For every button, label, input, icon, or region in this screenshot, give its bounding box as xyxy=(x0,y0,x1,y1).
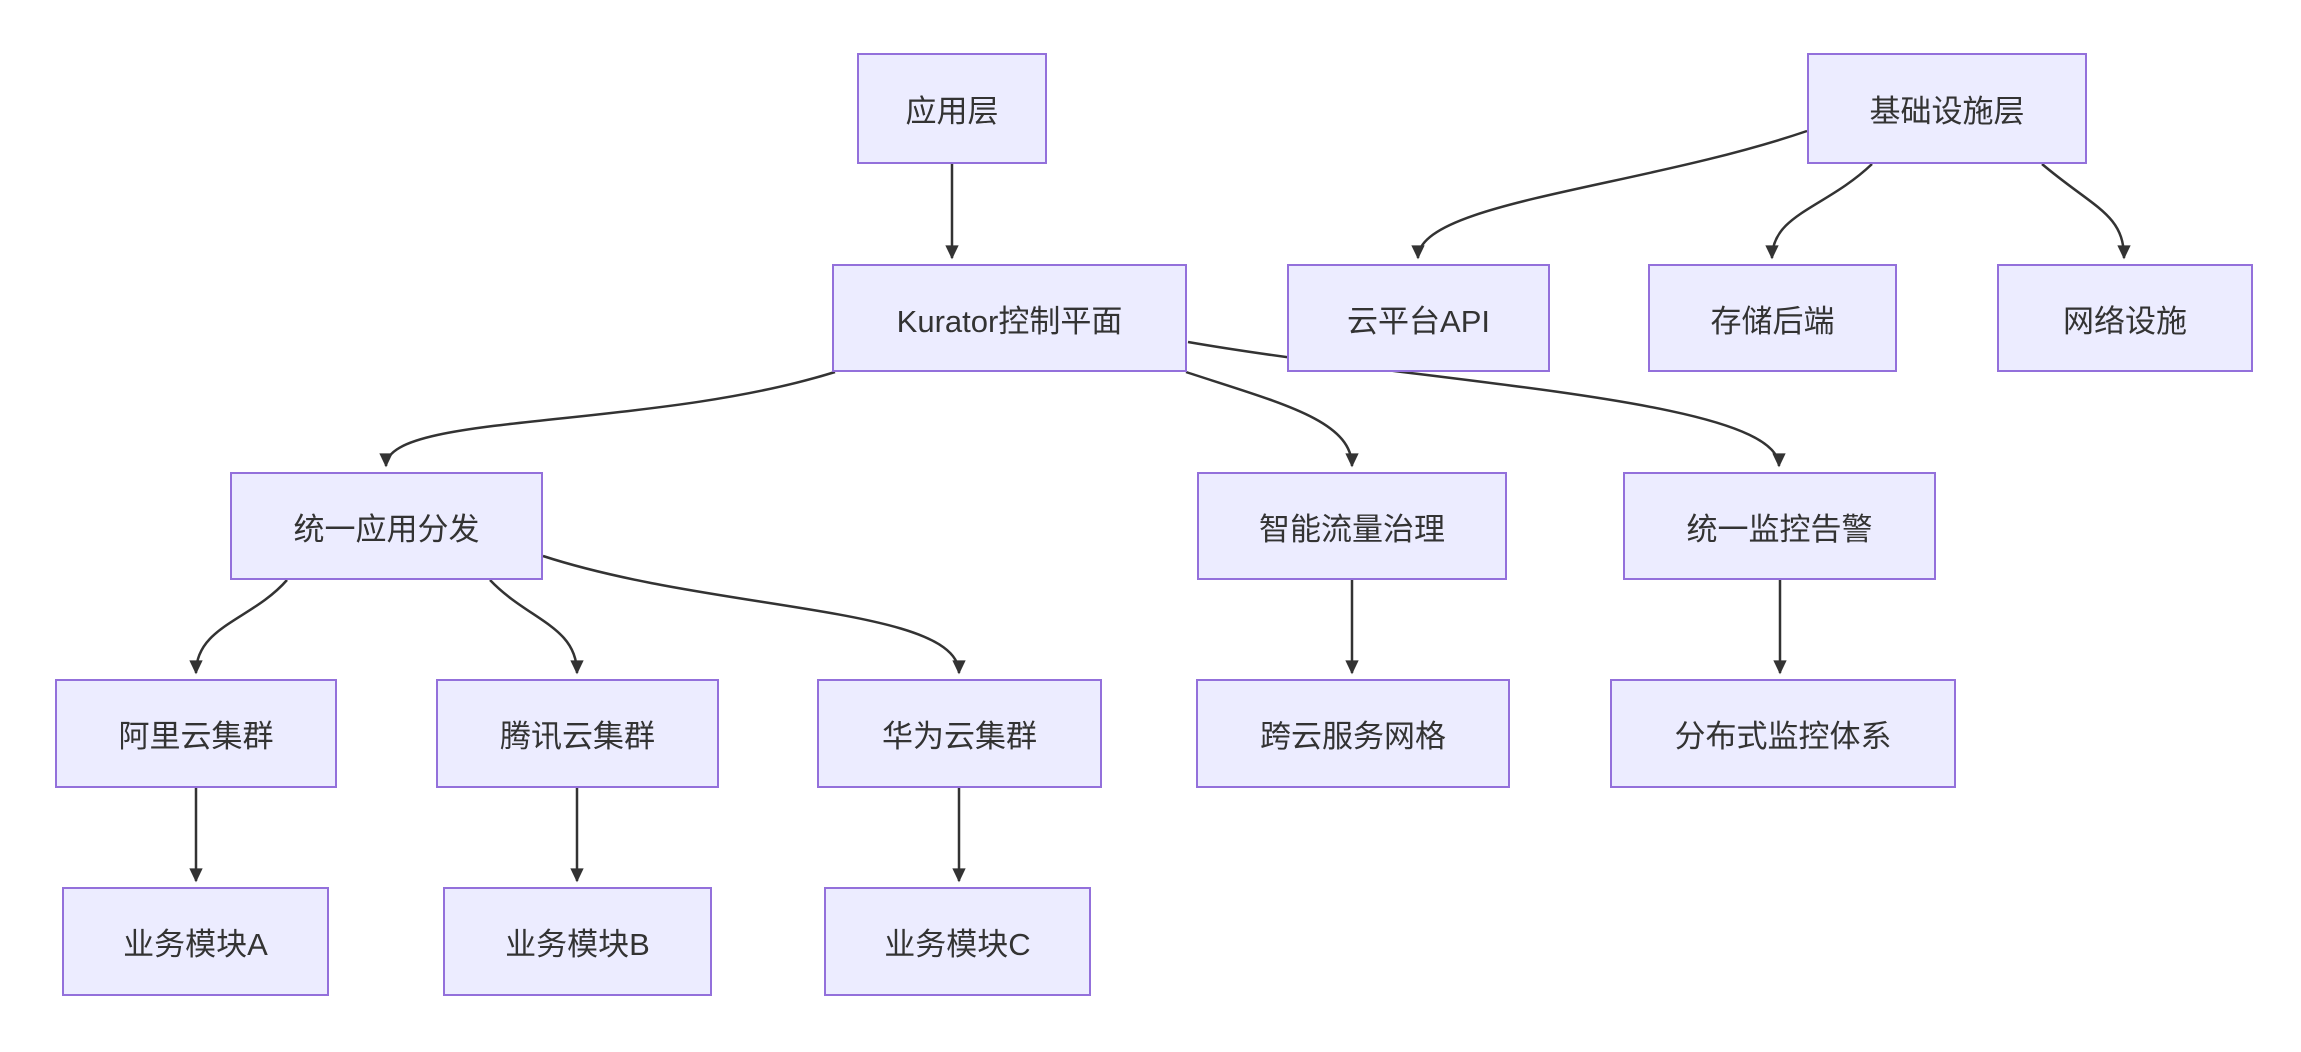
node-aliyun-cluster[interactable]: 阿里云集群 xyxy=(55,679,337,788)
edge-app-dist-to-aliyun xyxy=(189,579,288,675)
node-network-infra[interactable]: 网络设施 xyxy=(1997,264,2253,372)
edge-app-dist-to-tencent xyxy=(489,579,584,675)
node-dist-monitor[interactable]: 分布式监控体系 xyxy=(1610,679,1956,788)
edge-infra-to-storage xyxy=(1765,163,1873,260)
node-module-a[interactable]: 业务模块A xyxy=(62,887,329,996)
edge-app-dist-to-huawei xyxy=(542,554,966,675)
node-monitor-alert[interactable]: 统一监控告警 xyxy=(1623,472,1936,580)
node-huawei-cluster[interactable]: 华为云集群 xyxy=(817,679,1102,788)
node-app-dist[interactable]: 统一应用分发 xyxy=(230,472,543,580)
edge-kurator-to-app-dist xyxy=(379,370,836,468)
node-kurator[interactable]: Kurator控制平面 xyxy=(832,264,1187,372)
edge-infra-to-network xyxy=(2041,163,2131,260)
node-cloud-api[interactable]: 云平台API xyxy=(1287,264,1550,372)
node-infra-layer[interactable]: 基础设施层 xyxy=(1807,53,2087,164)
edge-infra-to-cloud-api xyxy=(1411,129,1808,260)
node-service-mesh[interactable]: 跨云服务网格 xyxy=(1196,679,1510,788)
node-module-c[interactable]: 业务模块C xyxy=(824,887,1091,996)
edge-kurator-to-traffic-gov xyxy=(1185,370,1359,468)
node-app-layer[interactable]: 应用层 xyxy=(857,53,1047,164)
node-storage-backend[interactable]: 存储后端 xyxy=(1648,264,1897,372)
node-traffic-gov[interactable]: 智能流量治理 xyxy=(1197,472,1507,580)
node-module-b[interactable]: 业务模块B xyxy=(443,887,712,996)
node-tencent-cluster[interactable]: 腾讯云集群 xyxy=(436,679,719,788)
